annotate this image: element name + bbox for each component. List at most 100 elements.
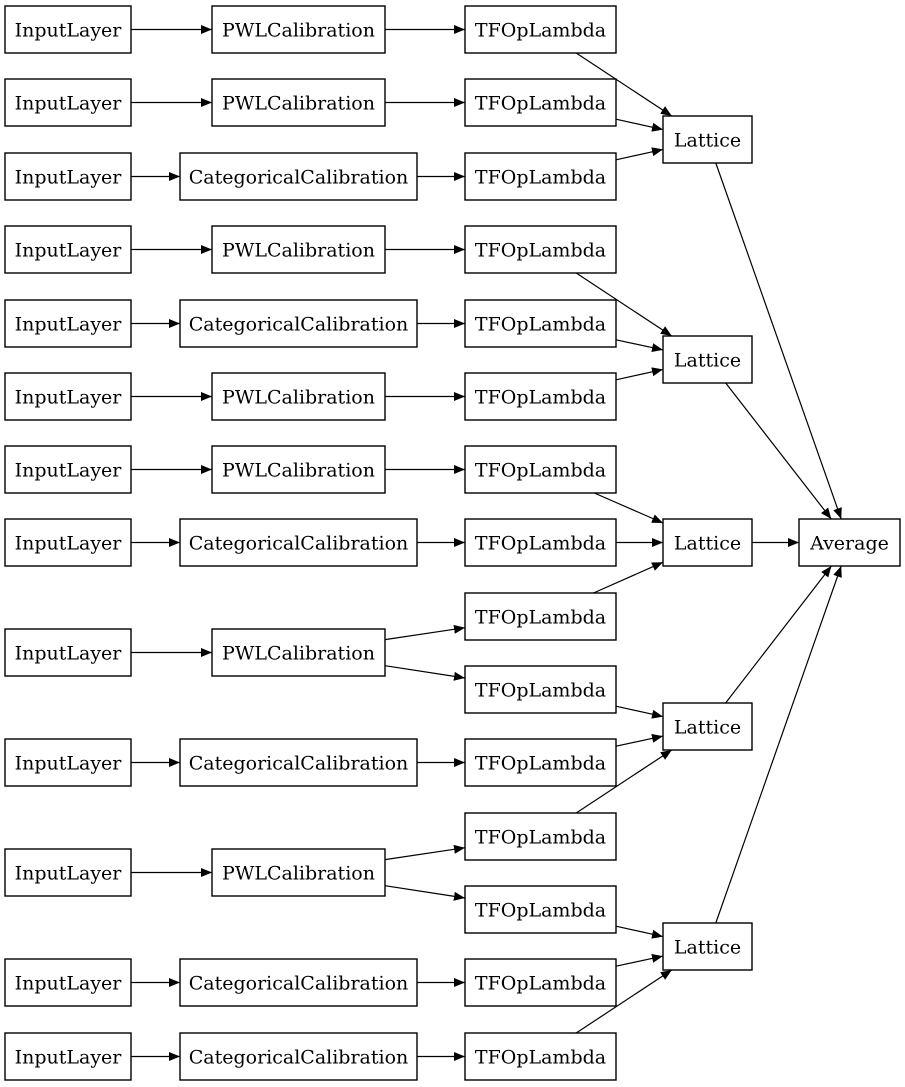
node-tf11b-tfoplambda: TFOpLambda (464, 885, 617, 934)
edge-lat4-avg (725, 565, 832, 704)
edge-lat5-avg (715, 565, 842, 924)
node-box (4, 225, 132, 274)
node-box (179, 299, 418, 348)
node-lat4-lattice: Lattice (662, 702, 753, 751)
node-label: Lattice (674, 937, 741, 959)
node-in6-inputlayer: InputLayer (4, 372, 132, 421)
node-lat3-lattice: Lattice (662, 518, 753, 567)
node-box (662, 518, 753, 567)
node-tf9b-tfoplambda: TFOpLambda (464, 665, 617, 714)
node-label: TFOpLambda (475, 607, 606, 629)
node-in10-inputlayer: InputLayer (4, 738, 132, 787)
node-label: CategoricalCalibration (189, 533, 409, 555)
node-box (179, 958, 418, 1007)
node-label: TFOpLambda (475, 387, 606, 409)
node-label: CategoricalCalibration (189, 167, 409, 189)
edge-tf11a-lat4 (575, 749, 673, 814)
edge-tf12-lat5 (615, 954, 664, 967)
node-in4-inputlayer: InputLayer (4, 225, 132, 274)
node-label: TFOpLambda (475, 93, 606, 115)
node-box (798, 518, 901, 567)
node-box (662, 702, 753, 751)
node-cal11-pwlcalibration: PWLCalibration (211, 848, 386, 897)
node-tf13-tfoplambda: TFOpLambda (464, 1032, 617, 1081)
node-box (464, 299, 617, 348)
node-box (4, 5, 132, 54)
edge-cal11-tf11a (384, 844, 466, 861)
node-label: TFOpLambda (475, 167, 606, 189)
node-cal12-categoricalcalibration: CategoricalCalibration (179, 958, 418, 1007)
edge-tf11b-lat5 (615, 925, 664, 939)
node-box (464, 372, 617, 421)
edge-tf4-lat2 (575, 272, 673, 337)
node-box (464, 958, 617, 1007)
node-in5-inputlayer: InputLayer (4, 299, 132, 348)
node-label: TFOpLambda (475, 314, 606, 336)
node-label: TFOpLambda (475, 753, 606, 775)
node-box (464, 152, 617, 201)
node-cal10-categoricalcalibration: CategoricalCalibration (179, 738, 418, 787)
node-box (4, 518, 132, 567)
node-label: PWLCalibration (222, 863, 375, 885)
node-box (464, 5, 617, 54)
node-box (211, 78, 386, 127)
node-label: InputLayer (15, 1047, 123, 1069)
node-cal13-categoricalcalibration: CategoricalCalibration (179, 1032, 418, 1081)
edge-tf10-lat4 (615, 734, 664, 747)
node-box (179, 152, 418, 201)
node-label: PWLCalibration (222, 460, 375, 482)
edge-tf9b-lat4 (615, 705, 664, 719)
node-tf2-tfoplambda: TFOpLambda (464, 78, 617, 127)
node-label: PWLCalibration (222, 93, 375, 115)
node-label: InputLayer (15, 314, 123, 336)
node-lat5-lattice: Lattice (662, 922, 753, 971)
node-cal3-categoricalcalibration: CategoricalCalibration (179, 152, 418, 201)
node-label: TFOpLambda (475, 533, 606, 555)
node-cal2-pwlcalibration: PWLCalibration (211, 78, 386, 127)
node-label: InputLayer (15, 973, 123, 995)
node-tf3-tfoplambda: TFOpLambda (464, 152, 617, 201)
node-label: TFOpLambda (475, 973, 606, 995)
node-label: Lattice (674, 130, 741, 152)
node-box (464, 1032, 617, 1081)
node-label: TFOpLambda (475, 20, 606, 42)
node-tf12-tfoplambda: TFOpLambda (464, 958, 617, 1007)
node-label: TFOpLambda (475, 1047, 606, 1069)
node-tf9a-tfoplambda: TFOpLambda (464, 592, 617, 641)
node-in13-inputlayer: InputLayer (4, 1032, 132, 1081)
node-label: InputLayer (15, 240, 123, 262)
node-label: InputLayer (15, 167, 123, 189)
node-label: CategoricalCalibration (189, 1047, 409, 1069)
node-tf10-tfoplambda: TFOpLambda (464, 738, 617, 787)
node-in2-inputlayer: InputLayer (4, 78, 132, 127)
node-label: InputLayer (15, 533, 123, 555)
node-box (464, 592, 617, 641)
node-box (4, 445, 132, 494)
node-tf5-tfoplambda: TFOpLambda (464, 299, 617, 348)
node-box (179, 518, 418, 567)
node-label: TFOpLambda (475, 680, 606, 702)
edge-tf13-lat5 (575, 969, 673, 1034)
node-cal7-pwlcalibration: PWLCalibration (211, 445, 386, 494)
node-box (4, 152, 132, 201)
node-label: TFOpLambda (475, 900, 606, 922)
node-box (4, 372, 132, 421)
edge-cal9-tf9b (384, 665, 466, 681)
edge-lat2-avg (725, 382, 832, 520)
node-box (464, 445, 617, 494)
node-box (464, 812, 617, 861)
node-box (4, 848, 132, 897)
edge-lat1-avg (715, 162, 842, 520)
node-cal5-categoricalcalibration: CategoricalCalibration (179, 299, 418, 348)
node-box (4, 738, 132, 787)
node-in11-inputlayer: InputLayer (4, 848, 132, 897)
node-label: InputLayer (15, 387, 123, 409)
node-label: InputLayer (15, 863, 123, 885)
node-label: TFOpLambda (475, 240, 606, 262)
node-box (179, 738, 418, 787)
node-box (464, 885, 617, 934)
node-tf1-tfoplambda: TFOpLambda (464, 5, 617, 54)
node-box (179, 1032, 418, 1081)
